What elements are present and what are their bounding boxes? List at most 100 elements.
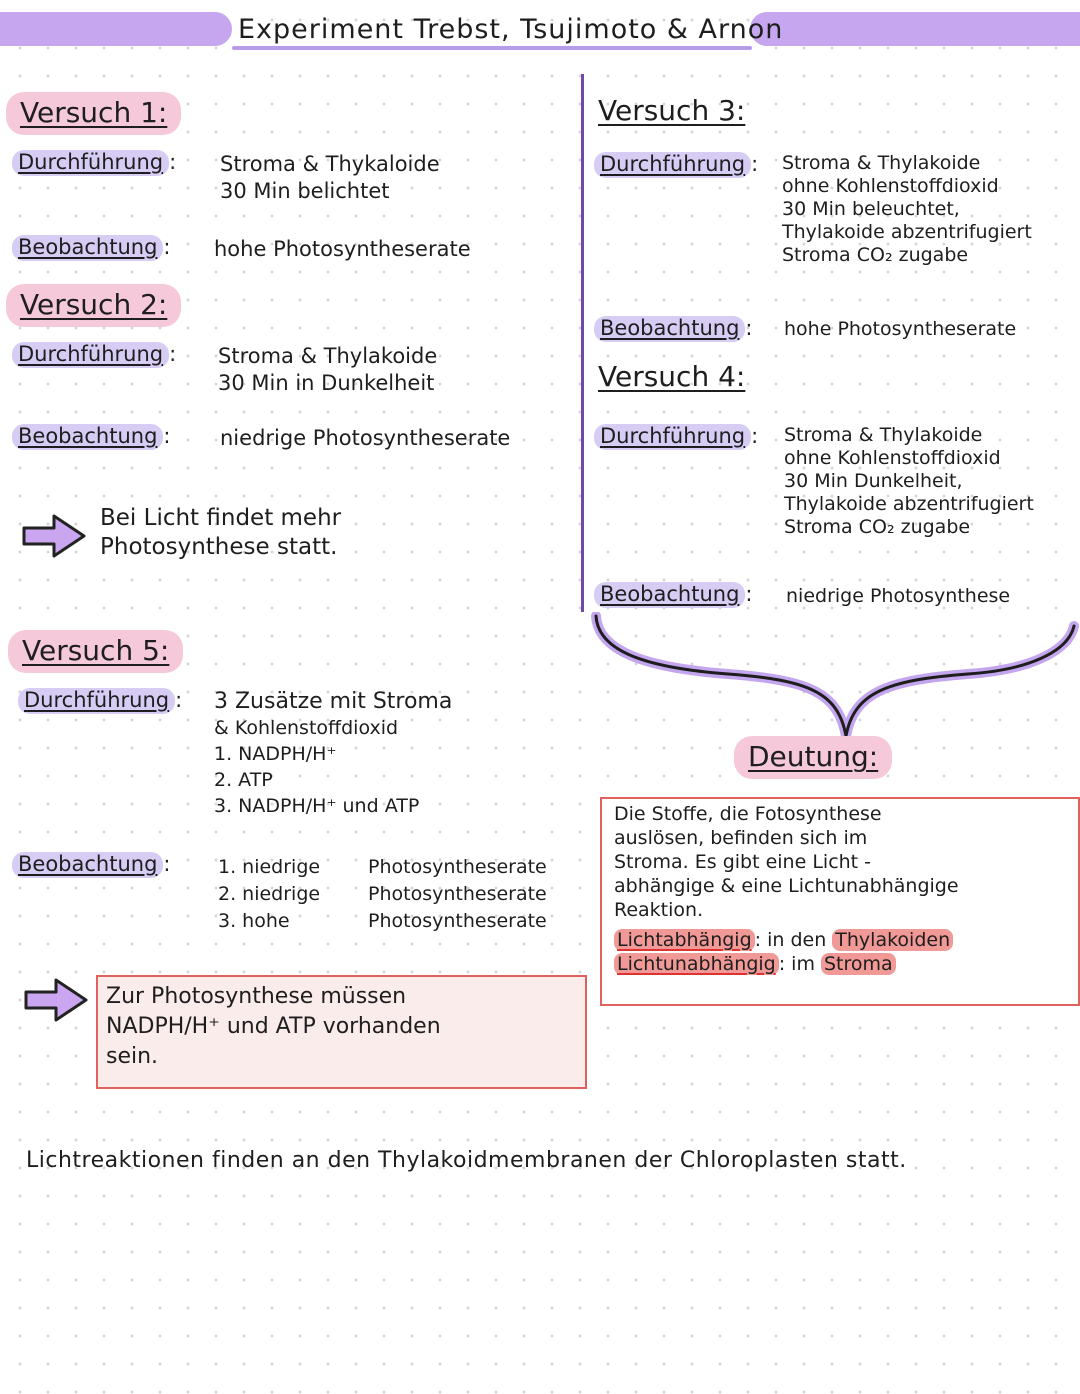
text-line: ohne Kohlenstoffdioxid [784,447,1001,469]
text-line: 3. NADPH/H⁺ und ATP [214,795,420,817]
lichtabhaengig-label: Lichtabhängig [614,929,755,951]
lichtabhaengig-text: : in den [754,929,827,951]
versuch2-beobachtung-text: niedrige Photosyntheserate [220,426,511,450]
text-line: NADPH/H⁺ und ATP vorhanden [106,1014,441,1039]
item-value: Photosyntheserate [368,883,547,905]
versuch3-durchfuehrung-text: Stroma & Thylakoide ohne Kohlenstoffdiox… [782,152,1032,267]
versuch2-beobachtung-row: Beobachtung: [12,424,171,450]
column-divider [581,74,584,612]
colon: : [169,342,177,366]
versuch3-beobachtung-text: hohe Photosyntheserate [784,318,1017,340]
title-accent-left [0,12,232,46]
deutung-heading: Deutung: [734,736,893,779]
item-num: 2. niedrige [218,883,321,905]
text-line: Photosynthese statt. [100,534,338,560]
versuch1-heading: Versuch 1: [6,92,182,135]
text-line: 3 Zusätze mit Stroma [214,689,453,714]
durchfuehrung-label: Durchführung [18,688,176,714]
text-line: Thylakoide abzentrifugiert [784,493,1034,515]
text-line: Stroma CO₂ zugabe [784,516,971,538]
beobachtung-item: 2. niedrige Photosyntheserate [218,881,547,908]
versuch3-heading: Versuch 3: [598,94,746,127]
durchfuehrung-label: Durchführung [594,424,752,450]
text-line: Thylakoide abzentrifugiert [782,221,1032,243]
text-line: Stroma & Thylakoide [782,152,981,174]
versuch5-beobachtung-row: Beobachtung: [12,852,171,878]
durchfuehrung-label: Durchführung [12,342,170,368]
conclusion-versuch1-2: Bei Licht findet mehr Photosynthese stat… [100,504,341,562]
colon: : [751,152,759,176]
versuch5-heading: Versuch 5: [8,630,184,673]
title-underline [232,46,752,50]
durchfuehrung-label: Durchführung [594,152,752,178]
versuch4-durchfuehrung-row: Durchführung: [594,424,759,450]
deutung-text: Die Stoffe, die Fotosynthese auslösen, b… [614,802,959,976]
versuch5-durchfuehrung-row: Durchführung: [18,688,183,714]
text-line: auslösen, befinden sich im [614,827,868,849]
text-line: Stroma CO₂ zugabe [782,244,969,266]
text-line: Stroma & Thylakoide [218,344,438,368]
lichtabhaengig-place: Thylakoiden [832,929,954,951]
text-line: Bei Licht findet mehr [100,505,342,531]
lichtunabhaengig-row: Lichtunabhängig: im Stroma [614,952,959,976]
text-line: 1. NADPH/H⁺ [214,743,337,765]
text-line: Die Stoffe, die Fotosynthese [614,803,882,825]
beobachtung-item: 1. niedrige Photosyntheserate [218,854,547,881]
text-line: Stroma & Thylakoide [784,424,983,446]
beobachtung-label: Beobachtung [594,316,746,342]
beobachtung-label: Beobachtung [594,582,746,608]
versuch1-beobachtung-row: Beobachtung: [12,235,171,261]
versuch5-durchfuehrung-text: 3 Zusätze mit Stroma & Kohlenstoffdioxid… [214,688,452,819]
versuch4-heading: Versuch 4: [598,360,746,393]
colon: : [169,150,177,174]
item-value: Photosyntheserate [368,910,547,932]
conclusion-versuch5: Zur Photosynthese müssen NADPH/H⁺ und AT… [106,982,441,1072]
lichtunabhaengig-text: : im [778,953,815,975]
colon: : [163,235,171,259]
beobachtung-label: Beobachtung [12,424,164,450]
text-line: Stroma & Thykaloide [220,152,440,176]
arrow-right-icon [24,978,88,1022]
versuch1-durchfuehrung-row: Durchführung: [12,150,177,176]
curly-brace [591,612,1079,738]
summary-sentence: Lichtreaktionen finden an den Thylakoidm… [26,1148,907,1173]
page-title: Experiment Trebst, Tsujimoto & Arnon [238,14,784,45]
versuch3-durchfuehrung-row: Durchführung: [594,152,759,178]
arrow-right-icon [22,514,86,558]
durchfuehrung-label: Durchführung [12,150,170,176]
versuch4-beobachtung-row: Beobachtung: [594,582,753,608]
text-line: 30 Min in Dunkelheit [218,371,435,395]
text-line: & Kohlenstoffdioxid [214,717,399,739]
text-line: 30 Min Dunkelheit, [784,470,963,492]
item-num: 1. niedrige [218,856,321,878]
versuch2-heading: Versuch 2: [6,284,182,327]
text-line: Reaktion. [614,899,704,921]
text-line: 2. ATP [214,769,273,791]
colon: : [163,852,171,876]
lichtunabhaengig-place: Stroma [821,953,896,975]
colon: : [751,424,759,448]
text-line: 30 Min belichtet [220,179,390,203]
colon: : [175,688,183,712]
text-line: ohne Kohlenstoffdioxid [782,175,999,197]
colon: : [163,424,171,448]
colon: : [745,316,753,340]
lichtabhaengig-row: Lichtabhängig: in den Thylakoiden [614,928,959,952]
text-line: sein. [106,1044,159,1069]
versuch3-beobachtung-row: Beobachtung: [594,316,753,342]
item-value: Photosyntheserate [368,856,547,878]
text-line: Zur Photosynthese müssen [106,984,407,1009]
versuch1-durchfuehrung-text: Stroma & Thykaloide 30 Min belichtet [220,151,440,205]
text-line: Stroma. Es gibt eine Licht - [614,851,872,873]
colon: : [745,582,753,606]
versuch2-durchfuehrung-text: Stroma & Thylakoide 30 Min in Dunkelheit [218,343,437,397]
lichtunabhaengig-label: Lichtunabhängig [614,953,779,975]
versuch4-beobachtung-text: niedrige Photosynthese [786,585,1011,607]
beobachtung-label: Beobachtung [12,235,164,261]
versuch4-durchfuehrung-text: Stroma & Thylakoide ohne Kohlenstoffdiox… [784,424,1034,539]
beobachtung-item: 3. hohe Photosyntheserate [218,908,547,935]
title-accent-right [750,12,1080,46]
item-num: 3. hohe [218,910,290,932]
conclusion-versuch5-box [96,975,587,1089]
